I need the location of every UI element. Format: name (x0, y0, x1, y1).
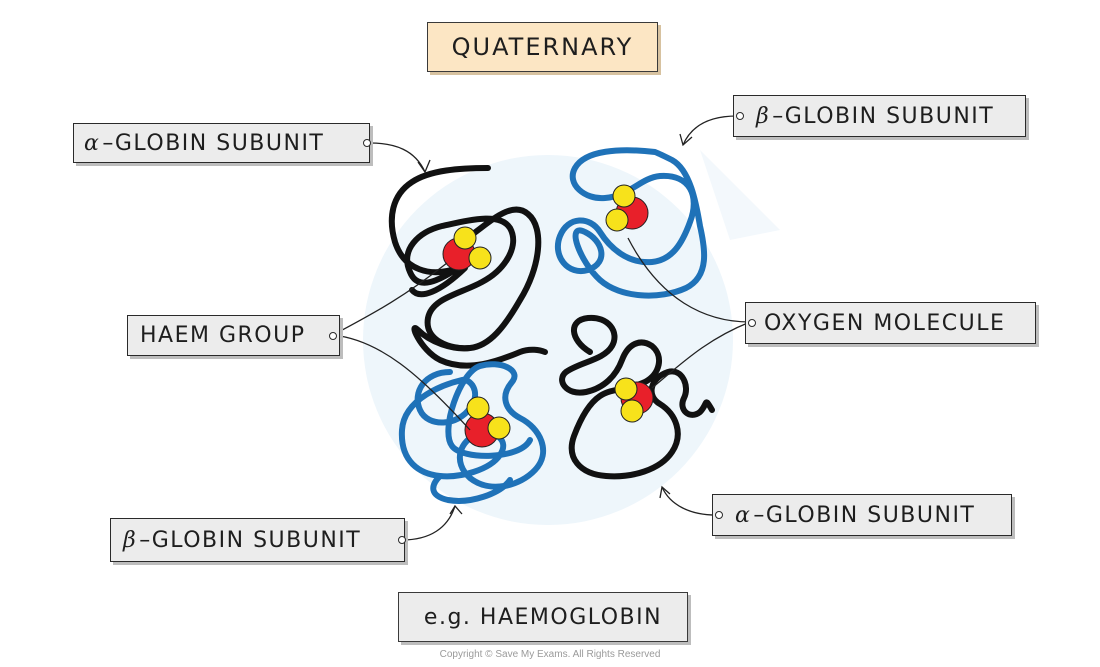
arrow-haem-2 (332, 334, 471, 431)
arrow-oxygen-1 (627, 237, 751, 323)
arrow-alpha-bottom-head (659, 485, 671, 499)
title-box: QUATERNARY (427, 22, 658, 72)
alpha-chain-bottom-right (559, 314, 715, 480)
copyright-notice: Copyright © Save My Exams. All Rights Re… (439, 649, 661, 660)
haem-group-top-left (442, 226, 492, 271)
pin-icon (748, 319, 756, 327)
arrow-haem-1 (332, 262, 448, 336)
example-text: e.g. HAEMOGLOBIN (423, 604, 663, 630)
label-oxygen-molecule: OXYGEN MOLECULE (745, 302, 1036, 344)
label-text: OXYGEN MOLECULE (764, 310, 1006, 336)
oxygen-atom (612, 184, 636, 208)
label-text: HAEM GROUP (140, 323, 306, 348)
oxygen-atom (466, 396, 490, 420)
title-text: QUATERNARY (451, 33, 634, 61)
arrow-beta-top (682, 115, 738, 146)
example-box: e.g. HAEMOGLOBIN (398, 592, 688, 642)
beta-symbol: β (123, 527, 138, 553)
label-text: –GLOBIN SUBUNIT (102, 130, 325, 156)
leader-lines (332, 115, 751, 541)
arrow-alpha-top-head (417, 159, 431, 174)
pin-icon (736, 112, 744, 120)
alpha-symbol: α (84, 130, 101, 156)
beta-chain-bottom-left-tail (430, 473, 513, 504)
label-text: –GLOBIN SUBUNIT (139, 527, 362, 553)
alpha-symbol: α (735, 502, 752, 528)
arrow-alpha-top (369, 142, 426, 173)
label-alpha-globin-top: α –GLOBIN SUBUNIT (73, 123, 371, 163)
haem-group-bottom-left (464, 396, 511, 448)
pin-icon (715, 511, 723, 519)
oxygen-atom (605, 208, 629, 232)
oxygen-atom (614, 377, 638, 401)
alpha-chain-top-left-tail (411, 325, 548, 369)
arrow-alpha-bottom (661, 486, 717, 516)
label-beta-globin-bottom: β –GLOBIN SUBUNIT (110, 518, 406, 562)
watermark-shape (700, 150, 780, 240)
pin-icon (363, 139, 371, 147)
arrow-beta-top-head (679, 133, 693, 147)
beta-symbol: β (756, 103, 771, 129)
arrow-beta-bottom-head (449, 504, 463, 515)
haem-group-bottom-right (614, 377, 654, 423)
label-text: –GLOBIN SUBUNIT (772, 103, 995, 129)
haem-group-top-right (605, 184, 649, 232)
label-text: –GLOBIN SUBUNIT (753, 502, 976, 528)
oxygen-atom (487, 416, 511, 440)
arrow-beta-bottom (401, 505, 456, 541)
pin-icon (329, 331, 337, 340)
label-alpha-globin-bottom: α –GLOBIN SUBUNIT (712, 494, 1012, 536)
oxygen-atom (453, 226, 477, 250)
alpha-chain-top-left (388, 165, 542, 352)
pin-icon (398, 536, 406, 544)
label-beta-globin-top: β –GLOBIN SUBUNIT (733, 95, 1026, 137)
oxygen-atom (468, 246, 492, 270)
label-haem-group: HAEM GROUP (127, 315, 340, 356)
arrow-oxygen-2 (651, 321, 751, 389)
oxygen-atom (620, 399, 644, 423)
